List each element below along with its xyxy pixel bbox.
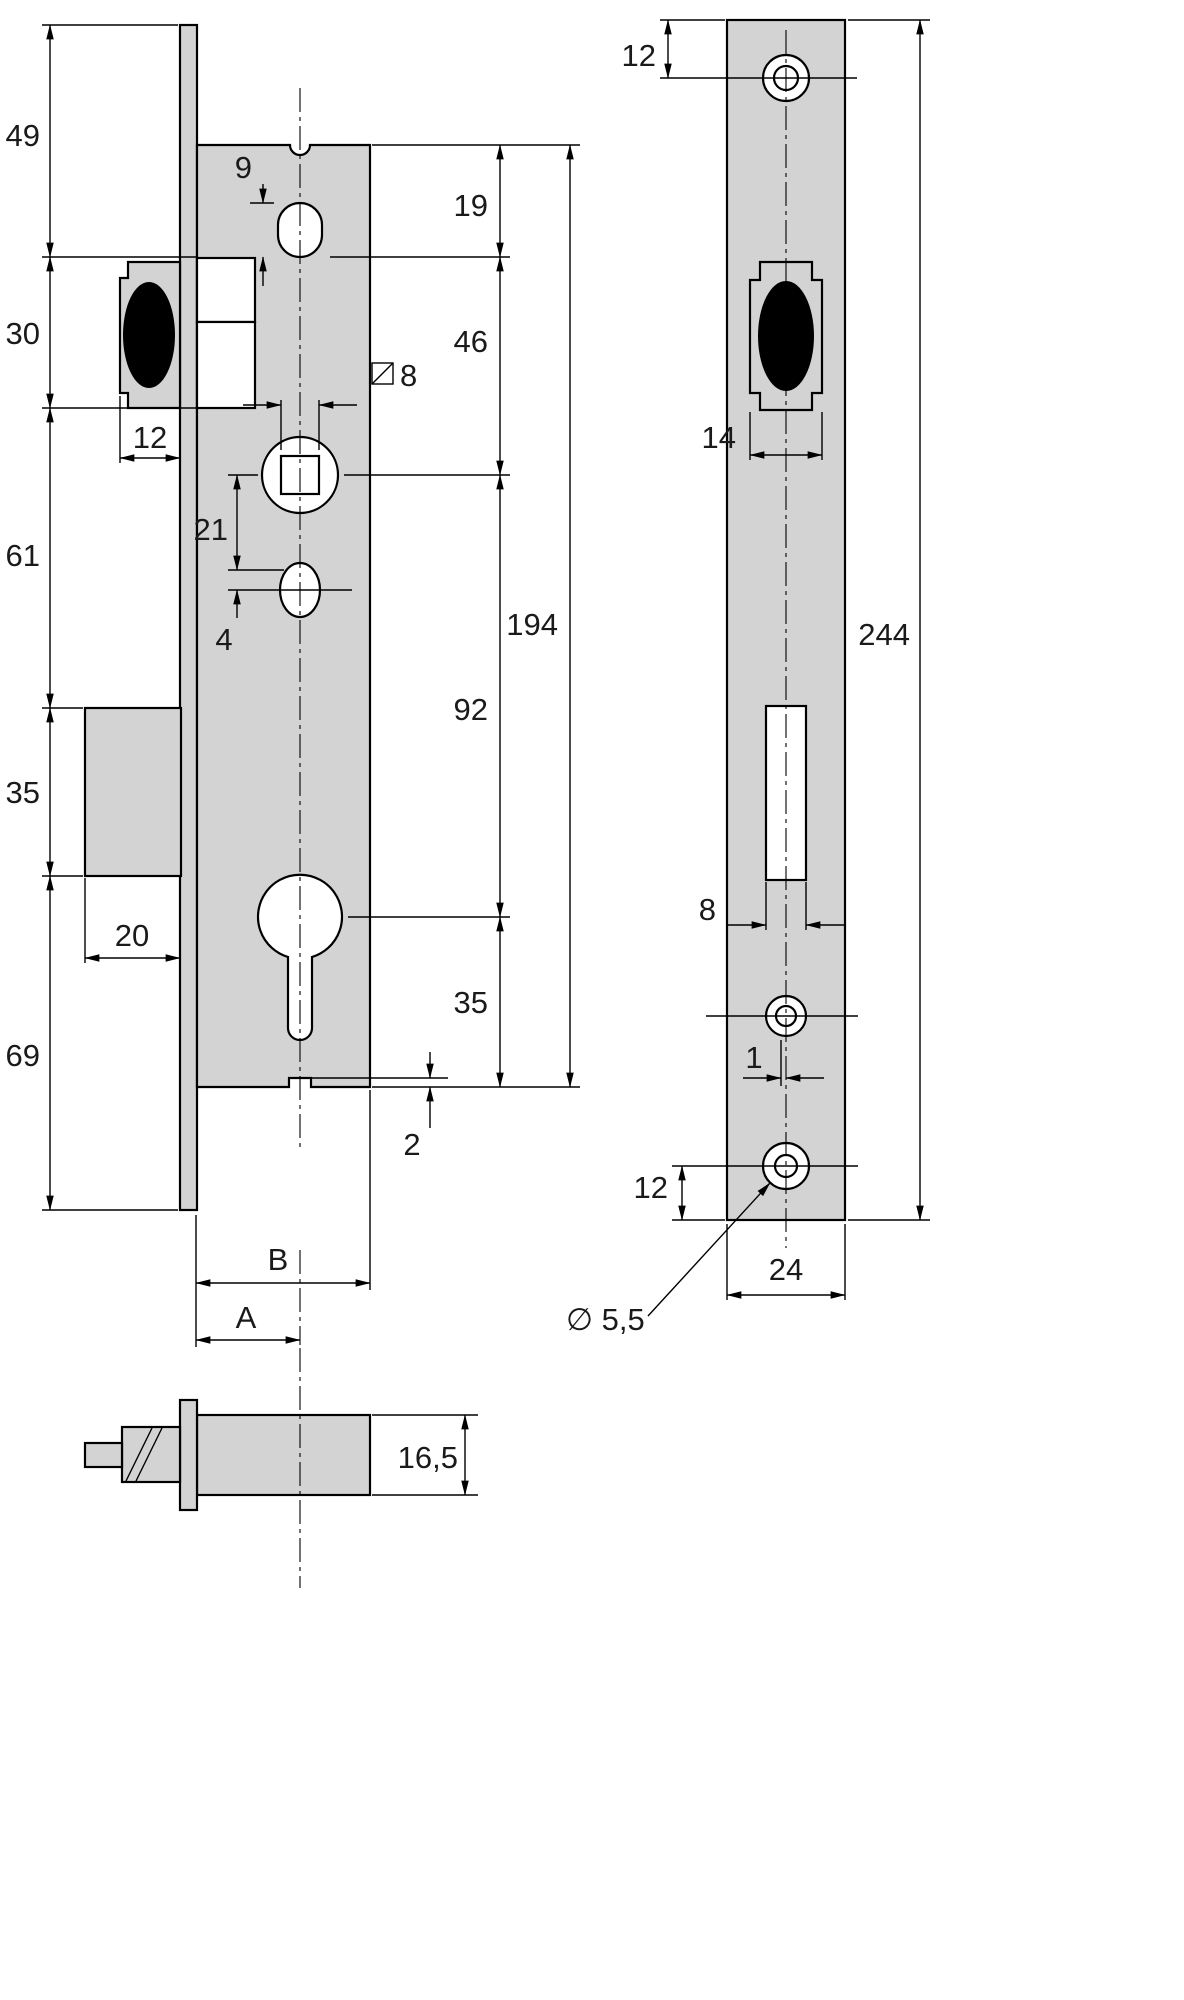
dim-92-label: 92 <box>454 692 488 727</box>
latch-tail-lower <box>195 320 257 410</box>
latch-bevel-line <box>125 1427 153 1482</box>
dim-square8-label: 8 <box>400 358 417 393</box>
diameter-leader <box>647 1182 771 1317</box>
latch-section <box>120 1425 182 1484</box>
dim-21-label: 21 <box>194 512 228 547</box>
dim-69-label: 69 <box>6 1038 40 1073</box>
latch-tail-upper <box>195 256 257 324</box>
dim-244-label: 244 <box>858 617 910 652</box>
square-section-icon <box>371 362 394 385</box>
dim-diameter-label: ∅ 5,5 <box>566 1302 645 1337</box>
dim-A-label: A <box>236 1300 257 1335</box>
dim-8-label: 8 <box>699 892 716 927</box>
dim-35-label: 35 <box>6 775 40 810</box>
deadbolt <box>83 706 183 878</box>
dim-20-label: 20 <box>115 918 149 953</box>
faceplate-front-view: 12 14 244 8 1 12 24 ∅ 5,5 <box>566 18 930 1337</box>
latch-bolt-face <box>123 282 175 388</box>
faceplate-section <box>178 1398 199 1512</box>
euro-cylinder-hole <box>256 873 344 1042</box>
dim-1-label: 1 <box>745 1040 762 1075</box>
dim-194-label: 194 <box>506 607 558 642</box>
faceplate-edge <box>178 23 199 1212</box>
square-section-icon-slash <box>371 362 394 385</box>
lock-case-side-view: 49 30 12 61 35 20 69 9 19 46 8 21 4 194 … <box>6 23 580 1347</box>
dim-B-label: B <box>268 1242 289 1277</box>
dim-19-label: 19 <box>454 188 488 223</box>
dim-24-label: 24 <box>769 1252 803 1287</box>
dim-12-bottom-label: 12 <box>634 1170 668 1205</box>
dim-12-top-label: 12 <box>622 38 656 73</box>
dim-14-label: 14 <box>702 420 736 455</box>
latch-bevel-line <box>135 1427 163 1482</box>
case-section <box>195 1413 372 1497</box>
dim-9-label: 9 <box>235 150 252 185</box>
dim-49-label: 49 <box>6 118 40 153</box>
latch-nose-section <box>83 1441 124 1469</box>
lock-case-section-view: 16,5 <box>83 1348 478 1588</box>
dim-61-label: 61 <box>6 538 40 573</box>
dim-46-label: 46 <box>454 324 488 359</box>
dim-4-label: 4 <box>215 622 232 657</box>
dim-35-lower-label: 35 <box>454 985 488 1020</box>
dim-30-label: 30 <box>6 316 40 351</box>
dim-2-label: 2 <box>403 1127 420 1162</box>
dim-12-latch-label: 12 <box>133 420 167 455</box>
dim-16-5-label: 16,5 <box>398 1440 458 1475</box>
